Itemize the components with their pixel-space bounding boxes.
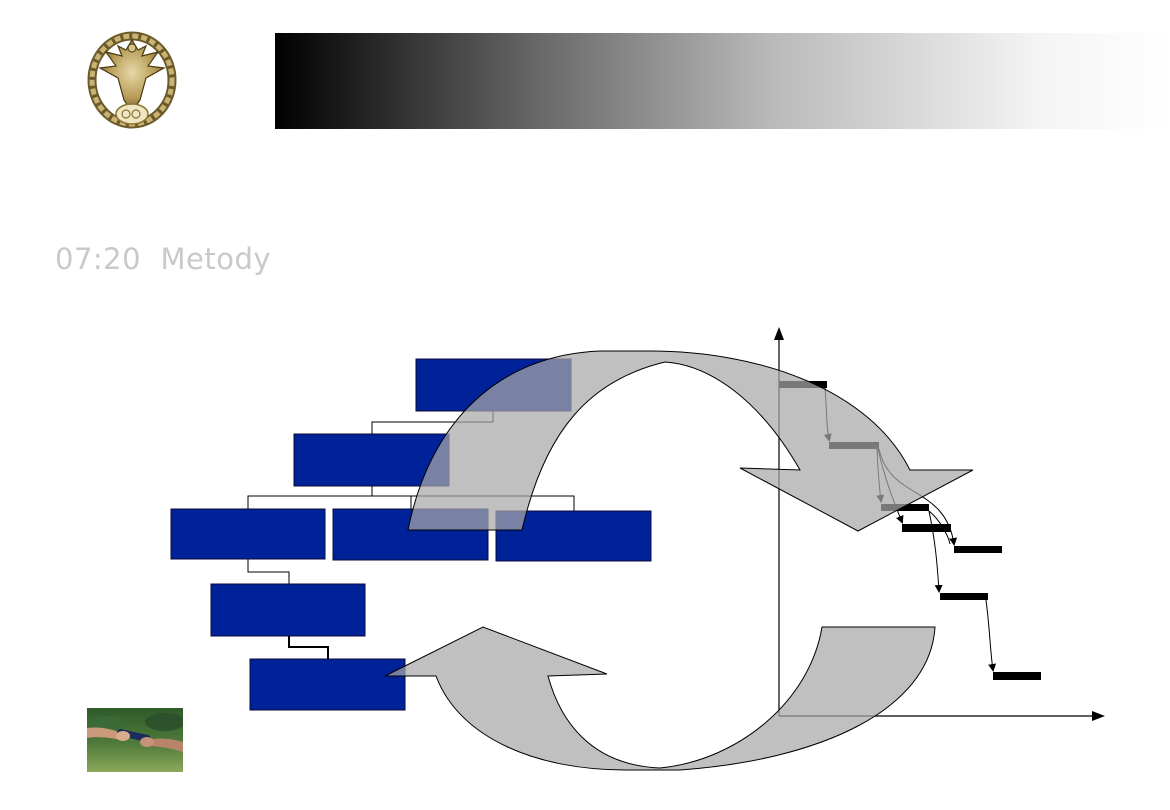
cycle-arrow-top xyxy=(407,350,974,532)
header-gradient-bar xyxy=(275,33,1170,129)
hierarchy-box-level3-left xyxy=(170,508,326,560)
gantt-bar-7 xyxy=(993,672,1041,680)
gantt-bar-6 xyxy=(940,593,988,600)
hierarchy-box-level4 xyxy=(210,583,366,637)
relay-baton-photo xyxy=(87,708,183,772)
hierarchy-box-level5 xyxy=(249,658,406,711)
emblem-logo xyxy=(87,31,177,129)
gantt-bar-5 xyxy=(954,546,1002,553)
slide-title: 07:20 Metody xyxy=(55,242,272,276)
gantt-bar-3 xyxy=(881,504,929,511)
gantt-bar-4 xyxy=(902,524,951,532)
cycle-arrow-bottom xyxy=(384,626,936,771)
